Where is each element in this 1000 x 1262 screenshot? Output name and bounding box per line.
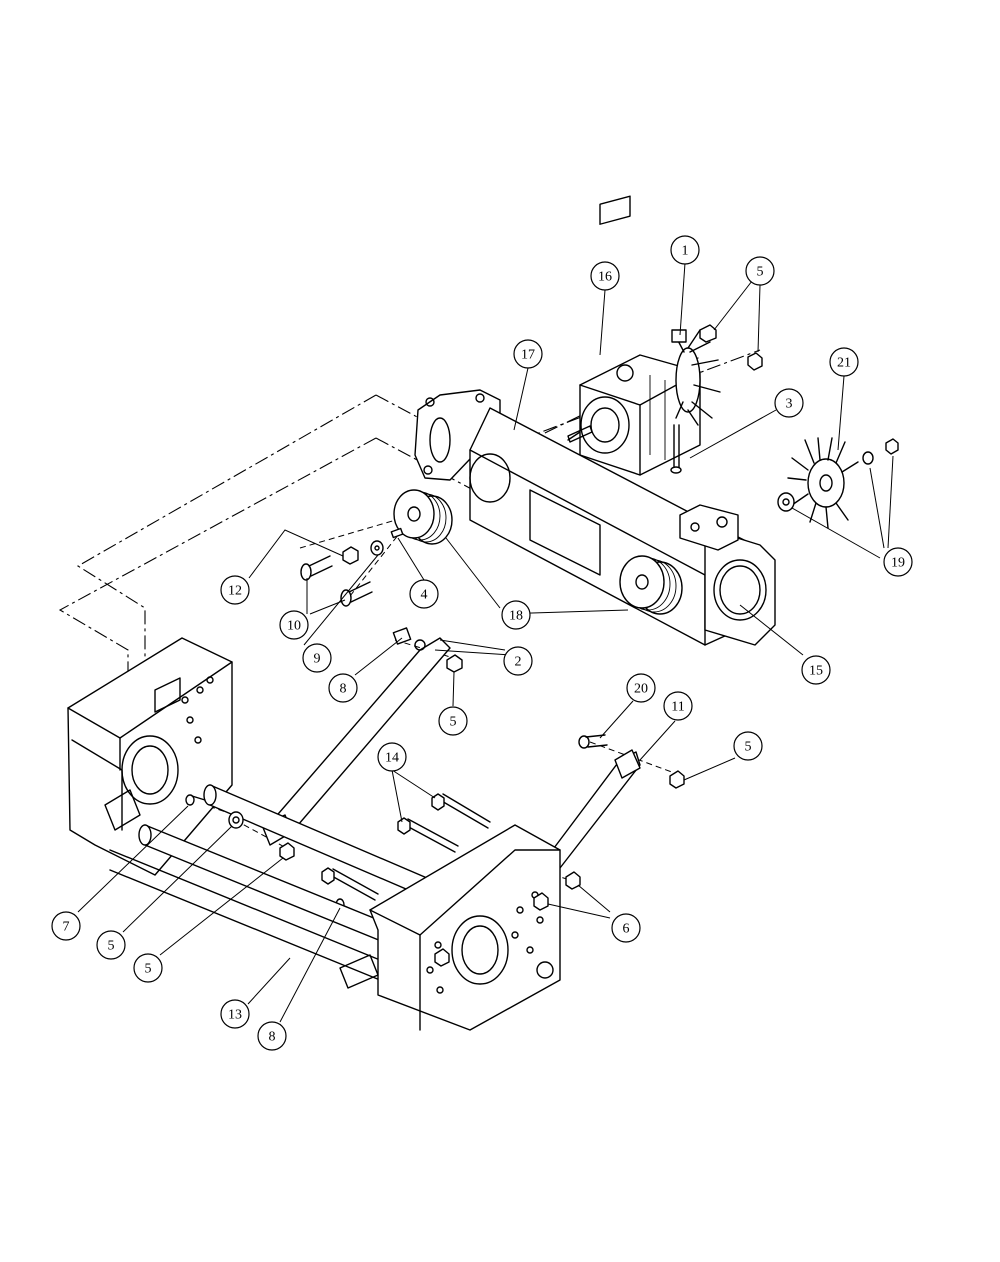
pump-fan (671, 329, 721, 426)
callout-circle (663, 691, 693, 721)
callout-number: 5 (145, 962, 152, 977)
nut-5-top (699, 324, 763, 371)
callout-number: 5 (745, 740, 752, 755)
callout-number: 8 (340, 682, 347, 697)
callout-3: 3 (774, 388, 804, 418)
callout-number: 5 (450, 715, 457, 730)
leader-lines (77, 262, 894, 1023)
callout-circle (377, 742, 407, 772)
callout-circle (829, 347, 859, 377)
pulley-fasteners (300, 527, 404, 607)
callout-circle (220, 575, 250, 605)
callout-number: 19 (891, 556, 905, 571)
bolt-3 (670, 424, 682, 474)
callout-circle (774, 388, 804, 418)
callout-number: 13 (228, 1008, 242, 1023)
callout-circle (220, 999, 250, 1029)
callout-circle (438, 706, 468, 736)
chassis-frame (67, 637, 581, 1031)
callout-5: 5 (133, 953, 163, 983)
callout-20: 20 (626, 673, 656, 703)
tension-link-right (544, 734, 685, 869)
callout-circle (801, 655, 831, 685)
callout-19: 19 (883, 547, 913, 577)
callout-circle (745, 256, 775, 286)
callout-5: 5 (96, 930, 126, 960)
callout-circle (503, 646, 533, 676)
callout-8: 8 (257, 1021, 287, 1051)
callout-circle (257, 1021, 287, 1051)
callout-8: 8 (328, 673, 358, 703)
callout-circle (590, 261, 620, 291)
pulley-18-right (619, 555, 683, 615)
callout-number: 2 (515, 655, 522, 670)
callout-circle (409, 579, 439, 609)
callout-number: 18 (509, 609, 523, 624)
callout-12: 12 (220, 575, 250, 605)
pulley-18-left (393, 489, 453, 545)
cooling-fan (777, 437, 899, 529)
callout-17: 17 (513, 339, 543, 369)
callout-16: 16 (590, 261, 620, 291)
callout-number: 9 (314, 652, 321, 667)
callout-9: 9 (302, 643, 332, 673)
callout-number: 3 (786, 397, 793, 412)
callout-circle (611, 913, 641, 943)
callout-number: 21 (837, 356, 851, 371)
callout-15: 15 (801, 655, 831, 685)
callout-21: 21 (829, 347, 859, 377)
callout-balloons: 1 16 5 17 21 3 19 12 4 10 18 9 2 15 8 5 20 11 5 14 6 7 5 5 13 8 (51, 235, 913, 1051)
callout-circle (96, 930, 126, 960)
callout-7: 7 (51, 911, 81, 941)
callout-circle (279, 610, 309, 640)
callout-number: 20 (634, 682, 648, 697)
callout-number: 4 (421, 588, 428, 603)
callout-13: 13 (220, 999, 250, 1029)
callout-1: 1 (670, 235, 700, 265)
callout-10: 10 (279, 610, 309, 640)
callout-number: 12 (228, 584, 242, 599)
callout-number: 5 (108, 939, 115, 954)
callout-5: 5 (438, 706, 468, 736)
callout-circle (501, 600, 531, 630)
callout-circle (733, 731, 763, 761)
callout-number: 10 (287, 619, 301, 634)
callout-2: 2 (503, 646, 533, 676)
callout-number: 6 (623, 922, 630, 937)
callout-5: 5 (733, 731, 763, 761)
main-housing-tube (414, 389, 776, 646)
callout-circle (883, 547, 913, 577)
callout-circle (328, 673, 358, 703)
callout-circle (670, 235, 700, 265)
callout-number: 7 (63, 920, 70, 935)
callout-circle (513, 339, 543, 369)
callout-circle (51, 911, 81, 941)
callout-number: 11 (671, 700, 684, 715)
callout-number: 16 (598, 270, 612, 285)
callout-5: 5 (745, 256, 775, 286)
callout-18: 18 (501, 600, 531, 630)
callout-circle (302, 643, 332, 673)
callout-number: 17 (521, 348, 535, 363)
callout-number: 5 (757, 265, 764, 280)
callout-number: 8 (269, 1030, 276, 1045)
callout-number: 15 (809, 664, 823, 679)
callout-number: 1 (682, 244, 689, 259)
callout-14: 14 (377, 742, 407, 772)
callout-4: 4 (409, 579, 439, 609)
callout-circle (626, 673, 656, 703)
callout-6: 6 (611, 913, 641, 943)
callout-11: 11 (663, 691, 693, 721)
callout-circle (133, 953, 163, 983)
callout-number: 14 (385, 751, 399, 766)
